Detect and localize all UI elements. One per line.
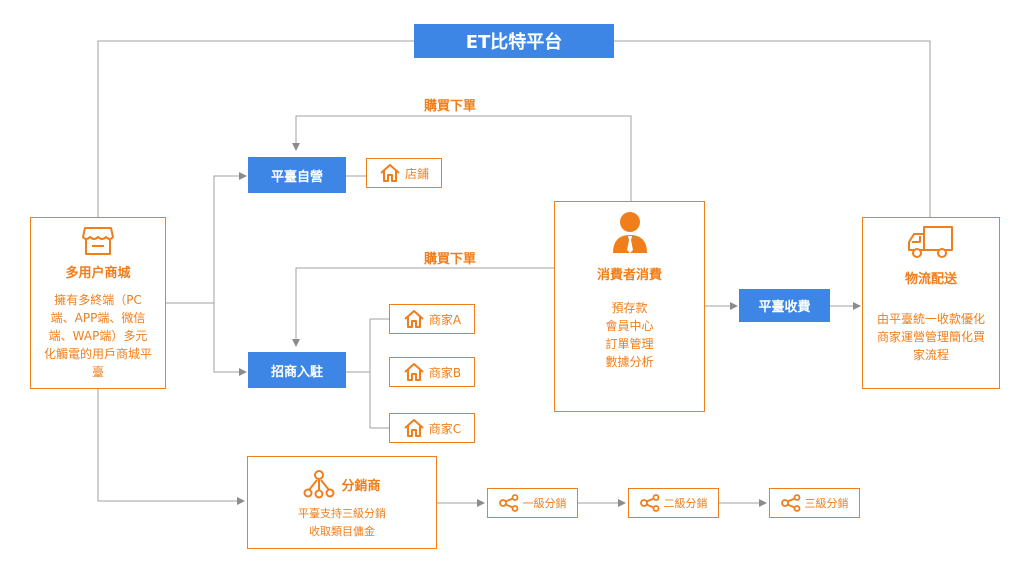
store-label: 店鋪 <box>404 166 429 181</box>
line-title-to-logistics <box>614 40 931 217</box>
user-icon <box>612 212 647 253</box>
distributor-line: 平臺支持三級分銷 <box>298 507 386 520</box>
home-icon <box>404 310 424 328</box>
merchant-label-c: 商家C <box>428 421 462 436</box>
consumer-title: 消費者消費 <box>596 268 662 283</box>
logistics-box: 物流配送 由平臺統一收款優化商家運營管理簡化買家流程 <box>862 217 1000 389</box>
merchant-box-c: 商家C <box>389 413 475 443</box>
consumer-box: 消費者消費 預存款 會員中心 訂單管理 數據分析 <box>554 201 705 412</box>
consumer-item: 訂單管理 <box>605 337 654 351</box>
merchant-label-b: 商家B <box>428 365 462 380</box>
multi-user-mall-box: 多用户商城 擁有多終端（PC端、APP端、微信端、WAP端）多元化觸電的用戶商城… <box>30 217 166 389</box>
distributor-line: 收取類目傭金 <box>309 525 375 538</box>
consumer-item: 會員中心 <box>605 319 654 333</box>
logistics-description: 由平臺統一收款優化商家運營管理簡化買家流程 <box>876 312 985 362</box>
platform-title: ET比特平台 <box>414 24 614 58</box>
home-icon <box>404 363 424 381</box>
truck-icon <box>908 226 953 258</box>
home-icon <box>404 419 424 437</box>
line-mall-to-title <box>97 40 414 217</box>
merchant-entry-button[interactable]: 招商入駐 <box>248 352 346 388</box>
distribution-level-3: 三級分銷 <box>769 488 860 518</box>
mall-title: 多用户商城 <box>65 266 131 281</box>
line-branch-down <box>213 303 247 376</box>
share-icon <box>498 494 518 512</box>
distribution-level-2-label: 二級分銷 <box>663 497 708 510</box>
line-mall-to-distributor <box>97 389 245 505</box>
platform-fee-button[interactable]: 平臺收費 <box>739 289 830 322</box>
consumer-item: 數據分析 <box>605 355 654 369</box>
merchant-box-b: 商家B <box>389 357 475 387</box>
distribution-level-3-label: 三級分銷 <box>804 497 849 510</box>
line-buy-top <box>292 115 632 201</box>
distribution-level-1-label: 一級分銷 <box>522 497 567 510</box>
distributor-description: 平臺支持三級分銷 收取類目傭金 <box>248 505 436 541</box>
logistics-title: 物流配送 <box>904 272 957 287</box>
distribution-level-2: 二級分銷 <box>628 488 719 518</box>
line-branch-up <box>213 172 247 303</box>
distribution-level-1: 一級分銷 <box>487 488 578 518</box>
buy-order-label-mid: 購買下單 <box>424 252 477 267</box>
mall-description: 擁有多終端（PC端、APP端、微信端、WAP端）多元化觸電的用戶商城平臺 <box>43 293 152 379</box>
self-operated-button[interactable]: 平臺自營 <box>248 157 346 193</box>
share-icon <box>639 494 659 512</box>
home-icon <box>380 164 400 182</box>
distributor-title: 分銷商 <box>341 478 381 494</box>
distributor-box: 分銷商 平臺支持三級分銷 收取類目傭金 <box>247 456 437 549</box>
consumer-items: 預存款 會員中心 訂單管理 數據分析 <box>555 299 704 371</box>
buy-order-label-top: 購買下單 <box>424 99 477 114</box>
merchant-box-a: 商家A <box>389 304 475 334</box>
line-buy-mid <box>292 267 554 347</box>
shop-icon <box>82 227 114 255</box>
merchant-label-a: 商家A <box>428 312 462 327</box>
share-icon <box>780 494 800 512</box>
share-nodes-icon <box>303 470 335 499</box>
store-box: 店鋪 <box>366 158 442 188</box>
consumer-item: 預存款 <box>611 301 648 315</box>
